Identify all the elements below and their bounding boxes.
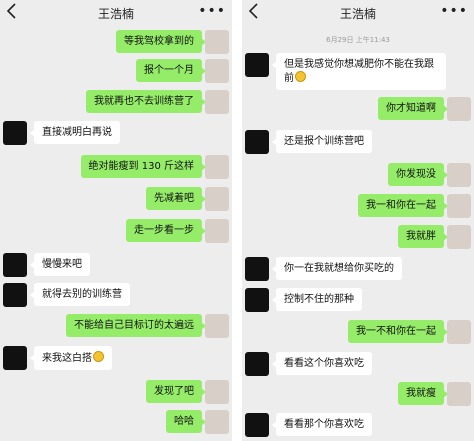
avatar[interactable] (205, 30, 229, 54)
more-dots-icon[interactable]: ••• (440, 3, 468, 19)
chat-header: 王浩楠 ••• (0, 0, 232, 26)
message-text: 来我这白搭 (42, 353, 92, 364)
avatar[interactable] (205, 155, 229, 179)
message-row: 来我这白搭 (0, 346, 232, 374)
avatar[interactable] (205, 187, 229, 211)
message-bubble[interactable]: 走一步看一步 (126, 219, 206, 242)
avatar[interactable] (447, 97, 471, 121)
message-row: 等我驾校拿到的 (0, 30, 232, 58)
avatar[interactable] (447, 382, 471, 406)
message-bubble[interactable]: 慢慢来吧 (30, 253, 90, 276)
message-text-line: 前 (284, 73, 294, 84)
chat-title: 王浩楠 (97, 7, 134, 21)
message-row: 我一和你在一起 (242, 194, 474, 222)
message-row: 控制不住的那种 (242, 288, 474, 316)
avatar[interactable] (447, 163, 471, 187)
message-bubble[interactable]: 我就瘦 (398, 382, 448, 405)
avatar[interactable] (245, 288, 269, 312)
message-bubble[interactable]: 等我驾校拿到的 (116, 30, 206, 53)
message-bubble[interactable]: 但是我感觉你想减肥你不能在我跟 前 (272, 53, 446, 90)
message-bubble[interactable]: 绝对能瘦到 130 斤这样 (80, 155, 207, 178)
chevron-left-icon[interactable] (4, 2, 20, 20)
message-text-line: 但是我感觉你想减肥你不能在我跟 (284, 59, 434, 70)
chat-timestamp: 6月29日 上午11:43 (326, 36, 390, 44)
message-bubble[interactable]: 先减着吧 (146, 187, 206, 210)
chat-screen-right: 王浩楠 ••• 6月29日 上午11:43 但是我感觉你想减肥你不能在我跟 前 … (242, 0, 474, 441)
avatar[interactable] (205, 314, 229, 338)
message-bubble[interactable]: 不能给自己目标订的太遍远 (66, 314, 206, 337)
avatar[interactable] (245, 413, 269, 437)
avatar[interactable] (205, 380, 229, 404)
awkward-smile-emoji-icon (93, 351, 104, 362)
message-row: 你一在我就想给你买吃的 (242, 257, 474, 285)
avatar[interactable] (245, 352, 269, 376)
message-row: 先减着吧 (0, 187, 232, 215)
chat-screen-left: 王浩楠 ••• 等我驾校拿到的 报个一个月 我就再也不去训练营了 直接减明白再说… (0, 0, 232, 441)
message-bubble[interactable]: 我一不和你在一起 (348, 320, 448, 343)
message-bubble[interactable]: 直接减明白再说 (30, 121, 120, 144)
avatar[interactable] (3, 253, 27, 277)
message-bubble[interactable]: 还是报个训练营吧 (272, 130, 372, 153)
message-row: 看看这个你喜欢吃 (242, 352, 474, 380)
message-row: 我一不和你在一起 (242, 320, 474, 348)
message-row: 直接减明白再说 (0, 121, 232, 149)
message-row: 我就胖 (242, 225, 474, 253)
message-bubble[interactable]: 就得去别的训练营 (30, 283, 130, 306)
avatar[interactable] (447, 320, 471, 344)
avatar[interactable] (245, 53, 269, 77)
message-bubble[interactable]: 我就胖 (398, 225, 448, 248)
awkward-smile-emoji-icon (295, 71, 306, 82)
avatar[interactable] (245, 130, 269, 154)
message-row: 就得去别的训练营 (0, 283, 232, 311)
message-row: 走一步看一步 (0, 219, 232, 247)
message-bubble[interactable]: 来我这白搭 (30, 346, 112, 370)
message-row: 但是我感觉你想减肥你不能在我跟 前 (242, 53, 474, 90)
message-bubble[interactable]: 你一在我就想给你买吃的 (272, 257, 402, 280)
chat-title: 王浩楠 (339, 7, 376, 21)
message-row: 慢慢来吧 (0, 253, 232, 281)
avatar[interactable] (205, 59, 229, 83)
chat-header: 王浩楠 ••• (242, 0, 474, 26)
avatar[interactable] (3, 346, 27, 370)
message-bubble[interactable]: 看看那个你喜欢吃 (272, 413, 372, 436)
avatar[interactable] (205, 90, 229, 114)
avatar[interactable] (245, 257, 269, 281)
message-row: 看看那个你喜欢吃 (242, 413, 474, 441)
avatar[interactable] (3, 283, 27, 307)
message-row: 绝对能瘦到 130 斤这样 (0, 155, 232, 183)
avatar[interactable] (447, 225, 471, 249)
chevron-left-icon[interactable] (246, 2, 262, 20)
message-row: 不能给自己目标订的太遍远 (0, 314, 232, 342)
message-bubble[interactable]: 你发现没 (388, 163, 448, 186)
message-row: 报个一个月 (0, 59, 232, 87)
message-row: 我就瘦 (242, 382, 474, 410)
avatar[interactable] (447, 194, 471, 218)
message-bubble[interactable]: 我一和你在一起 (358, 194, 448, 217)
avatar[interactable] (3, 121, 27, 145)
message-row: 你才知道啊 (242, 97, 474, 125)
message-row: 你发现没 (242, 163, 474, 191)
more-dots-icon[interactable]: ••• (198, 3, 226, 19)
avatar[interactable] (205, 219, 229, 243)
message-bubble[interactable]: 发现了吧 (146, 380, 206, 403)
message-row: 哈哈 (0, 410, 232, 438)
message-bubble[interactable]: 报个一个月 (136, 59, 206, 82)
message-row: 发现了吧 (0, 380, 232, 408)
message-bubble[interactable]: 控制不住的那种 (272, 288, 362, 311)
avatar[interactable] (205, 410, 229, 434)
message-row: 我就再也不去训练营了 (0, 90, 232, 118)
message-bubble[interactable]: 你才知道啊 (378, 97, 448, 120)
message-row: 还是报个训练营吧 (242, 130, 474, 158)
message-bubble[interactable]: 我就再也不去训练营了 (86, 90, 206, 113)
message-bubble[interactable]: 哈哈 (166, 410, 206, 433)
message-bubble[interactable]: 看看这个你喜欢吃 (272, 352, 372, 375)
